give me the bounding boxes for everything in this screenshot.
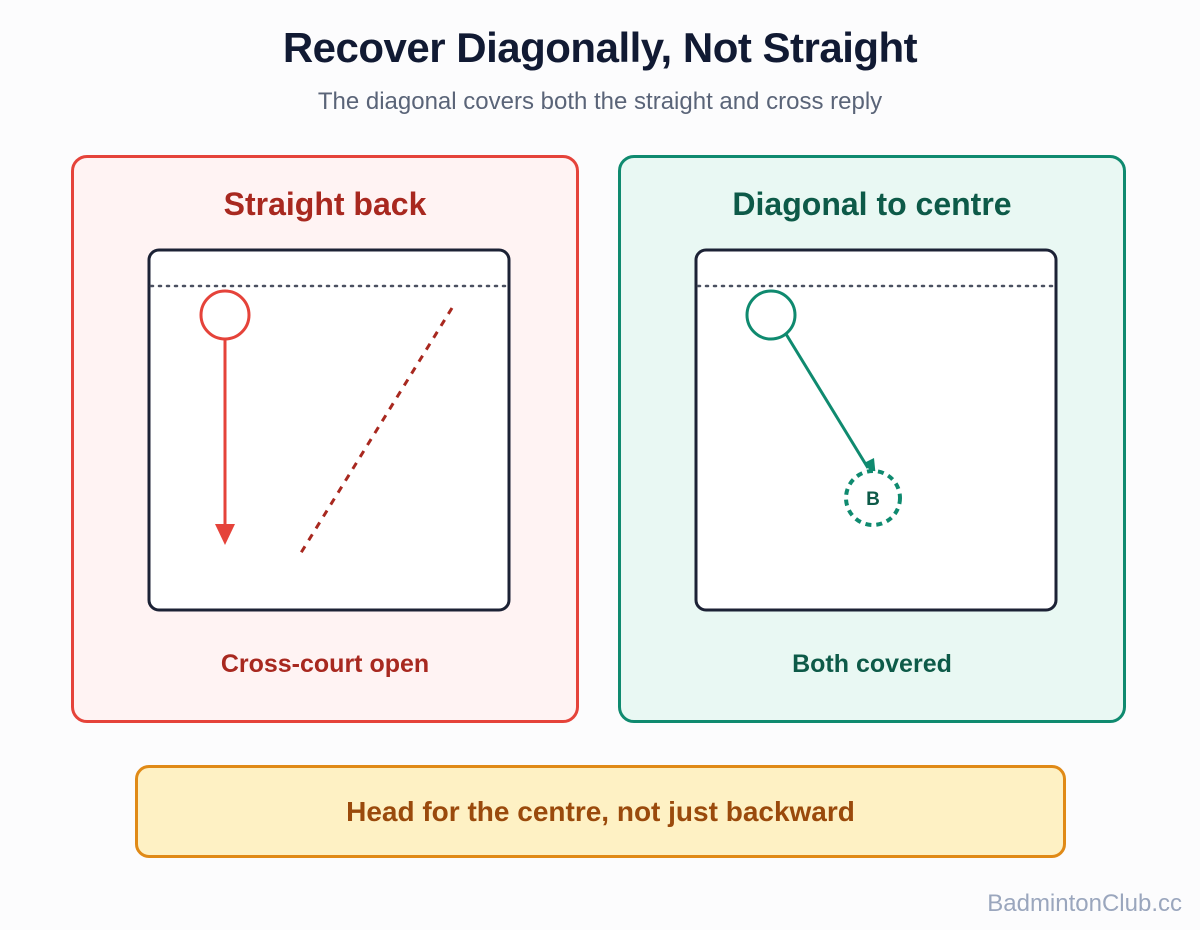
watermark: BadmintonClub.cc xyxy=(987,890,1182,917)
page-subtitle: The diagonal covers both the straight an… xyxy=(317,88,883,115)
diagonal-recovery-arrow xyxy=(784,333,870,469)
diagonal-panel: Diagonal to centre B Both covered xyxy=(618,155,1126,723)
straight-back-title: Straight back xyxy=(223,186,427,222)
page-title: Recover Diagonally, Not Straight xyxy=(282,24,918,71)
cross-court-reply-path xyxy=(297,307,454,557)
base-position-circle xyxy=(844,469,902,527)
player-start-circle xyxy=(199,289,251,341)
base-position-label: B xyxy=(866,489,880,510)
player-start-circle xyxy=(745,289,797,341)
diagonal-caption: Both covered xyxy=(792,650,952,678)
straight-back-court-diagram xyxy=(147,248,511,612)
tip-box: Head for the centre, not just backward xyxy=(135,765,1066,858)
diagonal-court-diagram: B xyxy=(694,248,1058,612)
straight-back-caption: Cross-court open xyxy=(220,650,430,678)
tip-text: Head for the centre, not just backward xyxy=(346,795,855,827)
court-outline xyxy=(147,248,511,612)
straight-recovery-arrowhead xyxy=(215,524,235,545)
straight-back-panel: Straight back Cross-court open xyxy=(71,155,579,723)
diagonal-title: Diagonal to centre xyxy=(732,186,1012,222)
court-outline xyxy=(694,248,1058,612)
